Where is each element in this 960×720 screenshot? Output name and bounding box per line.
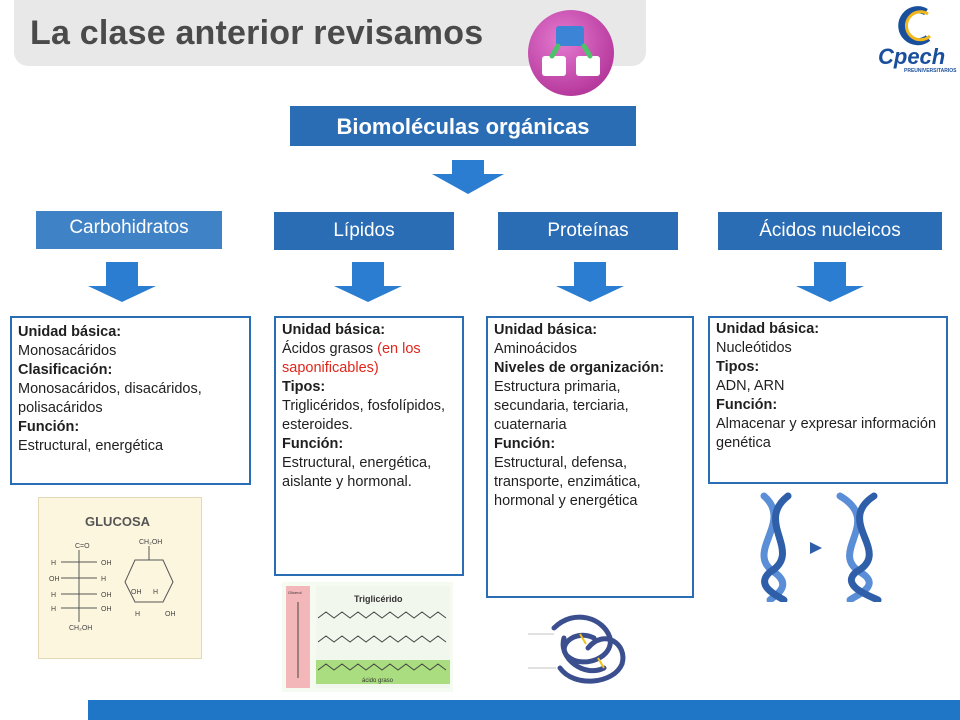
levels-label: Niveles de organización: (494, 360, 665, 376)
triglyceride-image-title: Triglicérido (354, 594, 403, 604)
svg-text:H: H (101, 576, 106, 583)
category-lipidos: Lípidos (274, 212, 454, 250)
fatty-acid-label: ácido graso (362, 678, 394, 684)
levels-value: Estructura primaria, secundaria, terciar… (494, 379, 629, 433)
unit-value: Ácidos grasos (282, 341, 374, 357)
svg-text:H: H (153, 589, 158, 596)
svg-text:OH: OH (49, 576, 60, 583)
svg-text:CH₂OH: CH₂OH (69, 625, 92, 632)
types-label: Tipos: (282, 379, 326, 395)
unit-label: Unidad básica: (494, 322, 598, 338)
down-arrow-icon (432, 160, 504, 194)
info-box-acidos-nucleicos: Unidad básica: Nucleótidos Tipos: ADN, A… (708, 316, 948, 484)
function-value: Estructural, energética (18, 438, 164, 454)
down-arrow-icon (556, 262, 624, 302)
info-box-carbohidratos: Unidad básica: Monosacáridos Clasificaci… (10, 316, 251, 485)
svg-text:H: H (135, 611, 140, 618)
unit-label: Unidad básica: (282, 322, 386, 338)
function-label: Función: (282, 436, 344, 452)
svg-text:H: H (51, 560, 56, 567)
unit-label: Unidad básica: (18, 324, 122, 340)
function-value: Estructural, defensa, transporte, enzimá… (494, 455, 641, 509)
function-value: Estructural, energética, aislante y horm… (282, 455, 432, 490)
glycerol-label: Glicerol (288, 590, 302, 595)
cpech-logo (872, 6, 956, 76)
down-arrow-icon (334, 262, 402, 302)
types-value: Triglicéridos, fosfolípidos, esteroides. (282, 398, 446, 433)
dna-helix-image (744, 492, 920, 604)
review-badge-icon (528, 10, 614, 96)
svg-text:OH: OH (131, 589, 142, 596)
main-topic-header: Biomoléculas orgánicas (290, 106, 636, 146)
unit-label: Unidad básica: (716, 321, 820, 337)
unit-value: Monosacáridos (18, 343, 117, 359)
logo-text: Cpech (878, 44, 946, 69)
category-proteinas: Proteínas (498, 212, 678, 250)
category-acidos-nucleicos: Ácidos nucleicos (718, 212, 942, 250)
triglyceride-structure-image: Triglicérido Glicerol ácido graso (282, 582, 453, 692)
category-carbohidratos: Carbohidratos (36, 211, 222, 249)
svg-text:OH: OH (101, 560, 112, 567)
down-arrow-icon (88, 262, 156, 302)
down-arrow-icon (796, 262, 864, 302)
logo-subtitle: PREUNIVERSITARIOS (904, 68, 957, 74)
svg-text:H: H (51, 592, 56, 599)
svg-text:CH₂OH: CH₂OH (139, 539, 162, 546)
function-value: Almacenar y expresar información genétic… (716, 416, 937, 451)
unit-note: (en los saponificables) (282, 341, 421, 376)
types-value: ADN, ARN (716, 378, 785, 394)
svg-text:H: H (51, 606, 56, 613)
function-label: Función: (18, 419, 80, 435)
unit-value: Nucleótidos (716, 340, 792, 356)
svg-text:OH: OH (101, 606, 112, 613)
arrow-right-icon (810, 542, 822, 554)
bottom-bar (88, 700, 960, 720)
info-box-lipidos: Unidad básica: Ácidos grasos (en los sap… (274, 316, 464, 576)
protein-structure-image (514, 598, 654, 698)
svg-text:OH: OH (165, 611, 176, 618)
flowchart-icon (542, 26, 600, 76)
function-label: Función: (494, 436, 556, 452)
svg-text:C=O: C=O (75, 543, 90, 550)
classification-label: Clasificación: (18, 362, 113, 378)
svg-text:OH: OH (101, 592, 112, 599)
glucose-image-title: GLUCOSA (85, 514, 150, 529)
unit-value: Aminoácidos (494, 341, 578, 357)
types-label: Tipos: (716, 359, 760, 375)
page-title: La clase anterior revisamos (30, 14, 484, 52)
classification-value: Monosacáridos, disacáridos, polisacárido… (18, 381, 202, 416)
info-box-proteinas: Unidad básica: Aminoácidos Niveles de or… (486, 316, 694, 598)
function-label: Función: (716, 397, 778, 413)
